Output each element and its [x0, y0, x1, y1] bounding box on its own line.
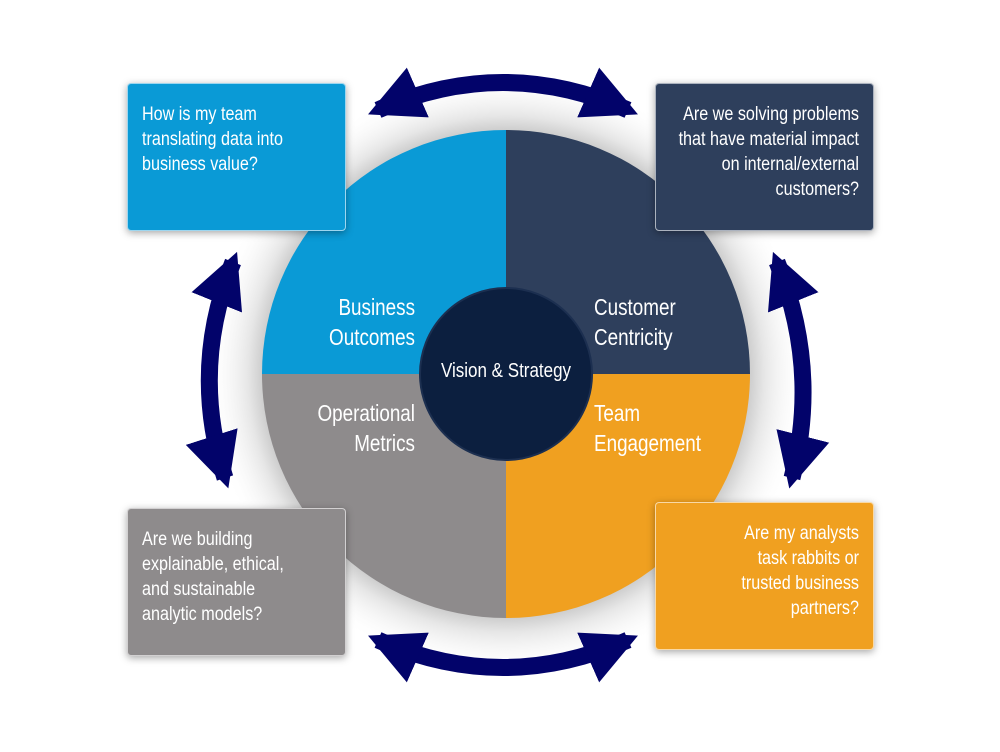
- center-label: Vision & Strategy: [440, 360, 572, 382]
- label-line: Operational: [317, 400, 415, 426]
- quadrant-label-operational-metrics: Operational Metrics: [284, 398, 415, 458]
- label-line: Centricity: [594, 324, 673, 350]
- label-line: Business: [338, 294, 415, 320]
- question-text: Are my analysts task rabbits or trusted …: [741, 523, 859, 619]
- question-box-bottom-left: Are we building explainable, ethical, an…: [127, 508, 346, 656]
- double-headed-arrow-top-icon: [368, 67, 638, 118]
- double-headed-arrow-left-icon: [185, 251, 243, 489]
- double-headed-arrow-right-icon: [767, 251, 830, 489]
- question-text: Are we building explainable, ethical, an…: [142, 529, 284, 625]
- center-circle: [419, 287, 593, 461]
- question-text: How is my team translating data into bus…: [142, 104, 283, 175]
- double-headed-arrow-bottom-icon: [368, 632, 638, 683]
- question-box-top-right: Are we solving problems that have materi…: [655, 83, 874, 231]
- quadrant-label-business-outcomes: Business Outcomes: [321, 292, 415, 352]
- question-text: Are we solving problems that have materi…: [678, 104, 859, 200]
- label-line: Customer: [594, 294, 676, 320]
- quadrant-label-customer-centricity: Customer Centricity: [594, 292, 709, 352]
- quadrant-label-team-engagement: Team Engagement: [594, 398, 725, 458]
- question-box-bottom-right: Are my analysts task rabbits or trusted …: [655, 502, 874, 650]
- label-line: Metrics: [354, 430, 415, 456]
- question-box-top-left: How is my team translating data into bus…: [127, 83, 346, 231]
- label-line: Engagement: [594, 430, 701, 456]
- label-line: Outcomes: [329, 324, 415, 350]
- label-line: Team: [594, 400, 641, 426]
